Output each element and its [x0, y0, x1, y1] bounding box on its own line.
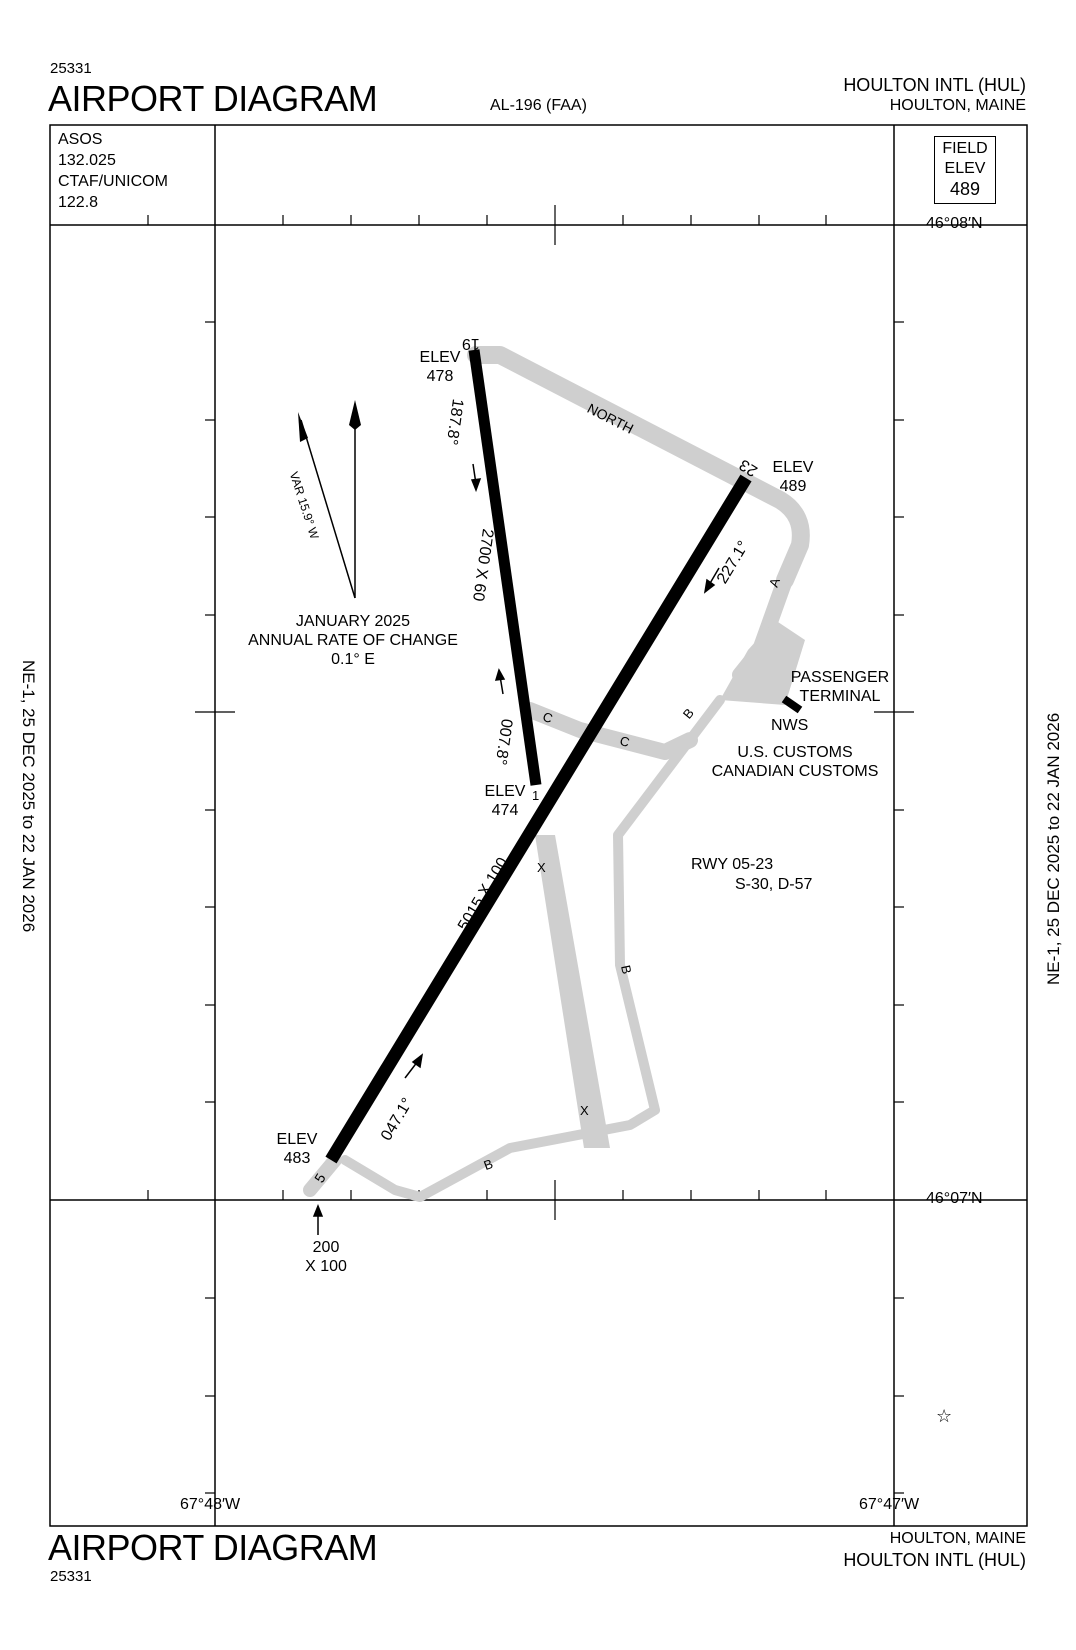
rwy01-elev-label: ELEV: [484, 783, 526, 800]
overrun-dimensions: 200 X 100: [296, 1238, 356, 1276]
mag-north-arrow-icon: [298, 412, 308, 442]
terminal-line2: TERMINAL: [799, 688, 881, 705]
magnetic-rate-label: ANNUAL RATE OF CHANGE: [248, 632, 458, 649]
customs-us: U.S. CUSTOMS: [737, 744, 853, 761]
airport-name-bottom: HOULTON INTL (HUL): [843, 1550, 1026, 1570]
field-elev-label2: ELEV: [944, 160, 986, 177]
passenger-terminal-label: PASSENGER TERMINAL: [790, 668, 890, 706]
asos-freq: 132.025: [58, 152, 116, 169]
taxiway-network: [303, 346, 810, 1202]
rwy01-number: 1: [532, 788, 540, 803]
taxiway-label-x-2: X: [580, 1103, 589, 1118]
location-bottom: HOULTON, MAINE: [889, 1530, 1026, 1547]
rwy23-elev-value: 489: [779, 478, 807, 495]
lat-label-top: 46°08′N: [926, 215, 983, 232]
lat-label-bottom: 46°07′N: [926, 1190, 983, 1207]
customs-canada: CANADIAN CUSTOMS: [711, 763, 879, 780]
taxiway-north: [467, 346, 810, 589]
doc-number-top: 25331: [50, 60, 92, 77]
procedure-id: AL-196 (FAA): [490, 97, 587, 114]
rwy01-elev-value: 474: [491, 802, 519, 819]
overrun-line2: X 100: [305, 1258, 347, 1275]
rwy01-elevation: ELEV 474: [480, 782, 530, 820]
taxiway-label-x-1: X: [537, 860, 546, 875]
location-top: HOULTON, MAINE: [889, 97, 1026, 114]
overrun-line1: 200: [312, 1239, 340, 1256]
magnetic-epoch: JANUARY 2025: [295, 613, 411, 630]
airport-name-top: HOULTON INTL (HUL): [843, 75, 1026, 95]
side-text-right: NE-1, 25 DEC 2025 to 22 JAN 2026: [1044, 712, 1063, 985]
rwy05-elev-label: ELEV: [276, 1131, 318, 1148]
runway-5-stub: [303, 1153, 342, 1197]
rwy19-elevation: ELEV 478: [415, 348, 465, 386]
customs-label: U.S. CUSTOMS CANADIAN CUSTOMS: [700, 743, 890, 781]
page-title: AIRPORT DIAGRAM: [48, 78, 378, 119]
page-title-bottom: AIRPORT DIAGRAM: [48, 1527, 378, 1568]
lon-label-right: 67°47′W: [859, 1496, 920, 1513]
field-elev-value: 489: [949, 179, 981, 199]
comms-block: ASOS 132.025 CTAF/UNICOM 122.8: [58, 129, 168, 213]
asos-label: ASOS: [58, 131, 103, 148]
taxiway-c: [522, 702, 698, 760]
strength-values: S-30, D-57: [735, 876, 813, 893]
runway-05-23: [325, 474, 752, 1164]
mag-north-line: [300, 419, 356, 599]
magnetic-info: JANUARY 2025 ANNUAL RATE OF CHANGE 0.1° …: [238, 612, 468, 669]
rwy19-elev-label: ELEV: [419, 349, 461, 366]
rwy19-elev-value: 478: [426, 368, 454, 385]
strength-runway: RWY 05-23: [691, 856, 774, 873]
terminal-line1: PASSENGER: [790, 669, 890, 686]
rwy05-elevation: ELEV 483: [272, 1130, 322, 1168]
runway-01-19: [468, 349, 542, 786]
magnetic-rate-value: 0.1° E: [331, 651, 375, 668]
doc-number-bottom: 25331: [50, 1568, 92, 1585]
side-text-left: NE-1, 25 DEC 2025 to 22 JAN 2026: [19, 660, 38, 933]
runway-strength: RWY 05-23 S-30, D-57: [691, 855, 812, 895]
rwy19-number: 19: [462, 335, 480, 352]
taxiway-b: [340, 695, 725, 1202]
rwy23-elevation: ELEV 489: [768, 458, 818, 496]
terminal-apron: [720, 620, 805, 705]
passenger-terminal-building: [781, 695, 803, 714]
ctaf-freq: 122.8: [58, 194, 99, 211]
ctaf-label: CTAF/UNICOM: [58, 173, 168, 190]
outer-frame: [49, 124, 1028, 1527]
taxiway-x: [535, 835, 610, 1148]
nws-label: NWS: [771, 717, 809, 734]
field-elev-label1: FIELD: [942, 140, 988, 157]
true-north-arrow-icon: [349, 400, 361, 430]
beacon-icon: ☆: [936, 1406, 953, 1426]
field-elevation-box: FIELD ELEV 489: [934, 136, 996, 204]
lon-label-left: 67°48′W: [180, 1496, 241, 1513]
rwy05-elev-value: 483: [283, 1150, 311, 1167]
rwy23-elev-label: ELEV: [772, 459, 814, 476]
